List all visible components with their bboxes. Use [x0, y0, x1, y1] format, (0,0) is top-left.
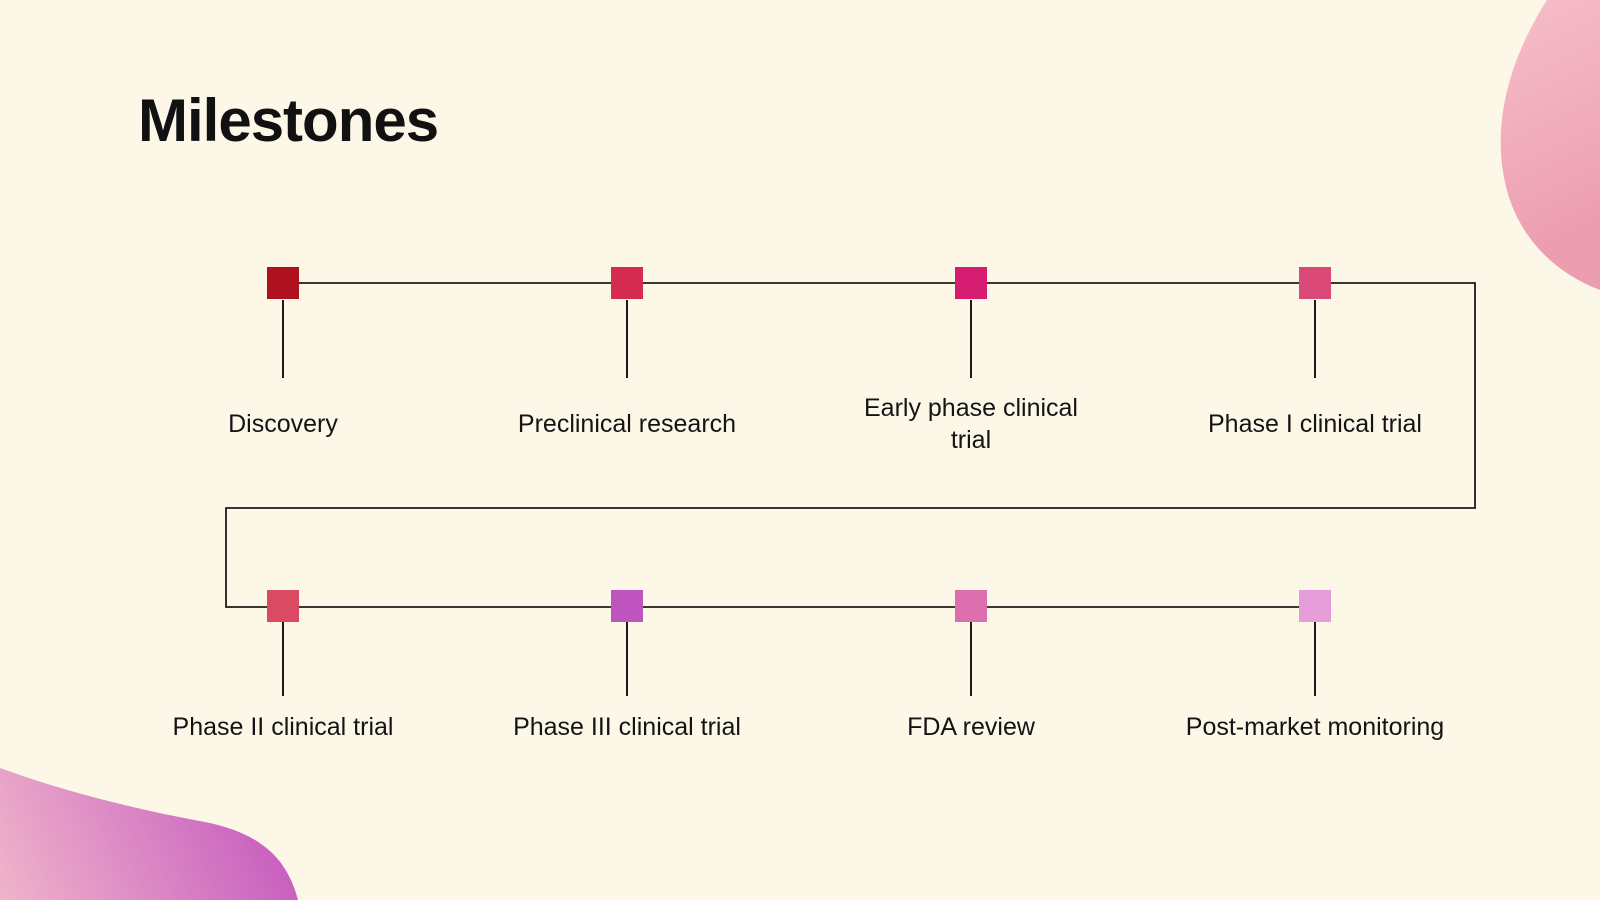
milestone-stem — [282, 622, 284, 696]
top-right-blob-shape — [1500, 0, 1600, 290]
milestone-stem — [1314, 622, 1316, 696]
milestone-label: Preclinical research — [517, 410, 737, 438]
milestone-stem — [282, 300, 284, 378]
milestone-marker-discovery — [267, 267, 299, 299]
milestone-marker-phase-2-clinical-trial — [267, 590, 299, 622]
milestone-label: Phase I clinical trial — [1208, 410, 1422, 438]
milestone-label: Phase III clinical trial — [513, 713, 741, 741]
milestone-marker-preclinical-research — [611, 267, 643, 299]
milestone-marker-post-market-monitoring — [1299, 590, 1331, 622]
milestone-label: Discovery — [228, 410, 338, 438]
milestone-label: FDA review — [907, 713, 1035, 741]
milestone-stem — [626, 622, 628, 696]
milestone-label: Phase II clinical trial — [172, 713, 394, 741]
milestone-marker-phase-1-clinical-trial — [1299, 267, 1331, 299]
milestone-marker-early-phase-clinical-trial — [955, 267, 987, 299]
milestone-stem — [970, 300, 972, 378]
page-title: Milestones — [138, 87, 439, 154]
milestone-marker-fda-review — [955, 590, 987, 622]
milestone-stem — [626, 300, 628, 378]
milestone-stem — [970, 622, 972, 696]
milestone-label: Post-market monitoring — [1185, 713, 1445, 741]
bottom-left-blob-shape — [0, 768, 298, 900]
milestone-label: Early phase clinical trial — [864, 394, 1078, 454]
milestone-stem — [1314, 300, 1316, 378]
milestone-marker-phase-3-clinical-trial — [611, 590, 643, 622]
